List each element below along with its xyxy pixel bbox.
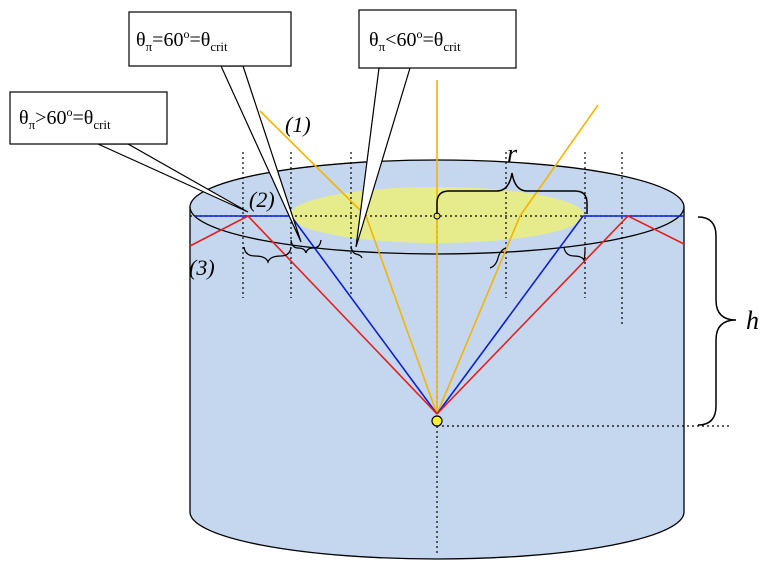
radius-label: r: [507, 139, 518, 168]
ray-1-right-outer: [519, 104, 599, 217]
callout-critical-greater: θπ>60o=θcrit: [9, 91, 249, 213]
callout-pointer: [97, 143, 249, 213]
ray-1-label: (1): [285, 112, 311, 137]
brace-right-ray1: [489, 247, 507, 269]
ray-1-left-inner: [365, 215, 438, 415]
callout-text: θπ<60o=θcrit: [369, 27, 461, 54]
ray-1-right-inner: [436, 215, 521, 415]
ray-2-right: [436, 215, 684, 415]
ray-3-label: (3): [189, 255, 215, 280]
height-label: h: [746, 306, 759, 335]
callout-box: [128, 11, 292, 67]
ray-1-left-outer: [259, 110, 367, 217]
ray-1-refracted: [259, 80, 599, 415]
ray-3-left: [189, 215, 438, 415]
height-brace: [697, 216, 737, 426]
callout-critical-equal: θπ=60o=θcrit: [128, 11, 302, 243]
callouts: θπ=60o=θcrit θπ<60o=θcrit θπ>60o=θcrit: [9, 9, 517, 248]
brace-right-ray2: [563, 247, 586, 262]
ray-3-right: [436, 215, 685, 415]
radius-brace: [436, 172, 588, 214]
ray-3-reflected: [189, 215, 685, 415]
brace-ray2-intercept: [290, 239, 322, 254]
callout-box: [358, 9, 517, 69]
brace-ray3-intercept: [243, 246, 292, 264]
surface-braces: [243, 239, 586, 269]
brace-ray1-intercept: [350, 245, 363, 259]
ray-2-label: (2): [249, 187, 275, 212]
callout-critical-less: θπ<60o=θcrit: [355, 9, 517, 248]
callout-text: θπ=60o=θcrit: [136, 27, 228, 54]
callout-box: [9, 91, 168, 145]
light-source-point: [431, 415, 443, 427]
callout-text: θπ>60o=θcrit: [19, 105, 111, 132]
